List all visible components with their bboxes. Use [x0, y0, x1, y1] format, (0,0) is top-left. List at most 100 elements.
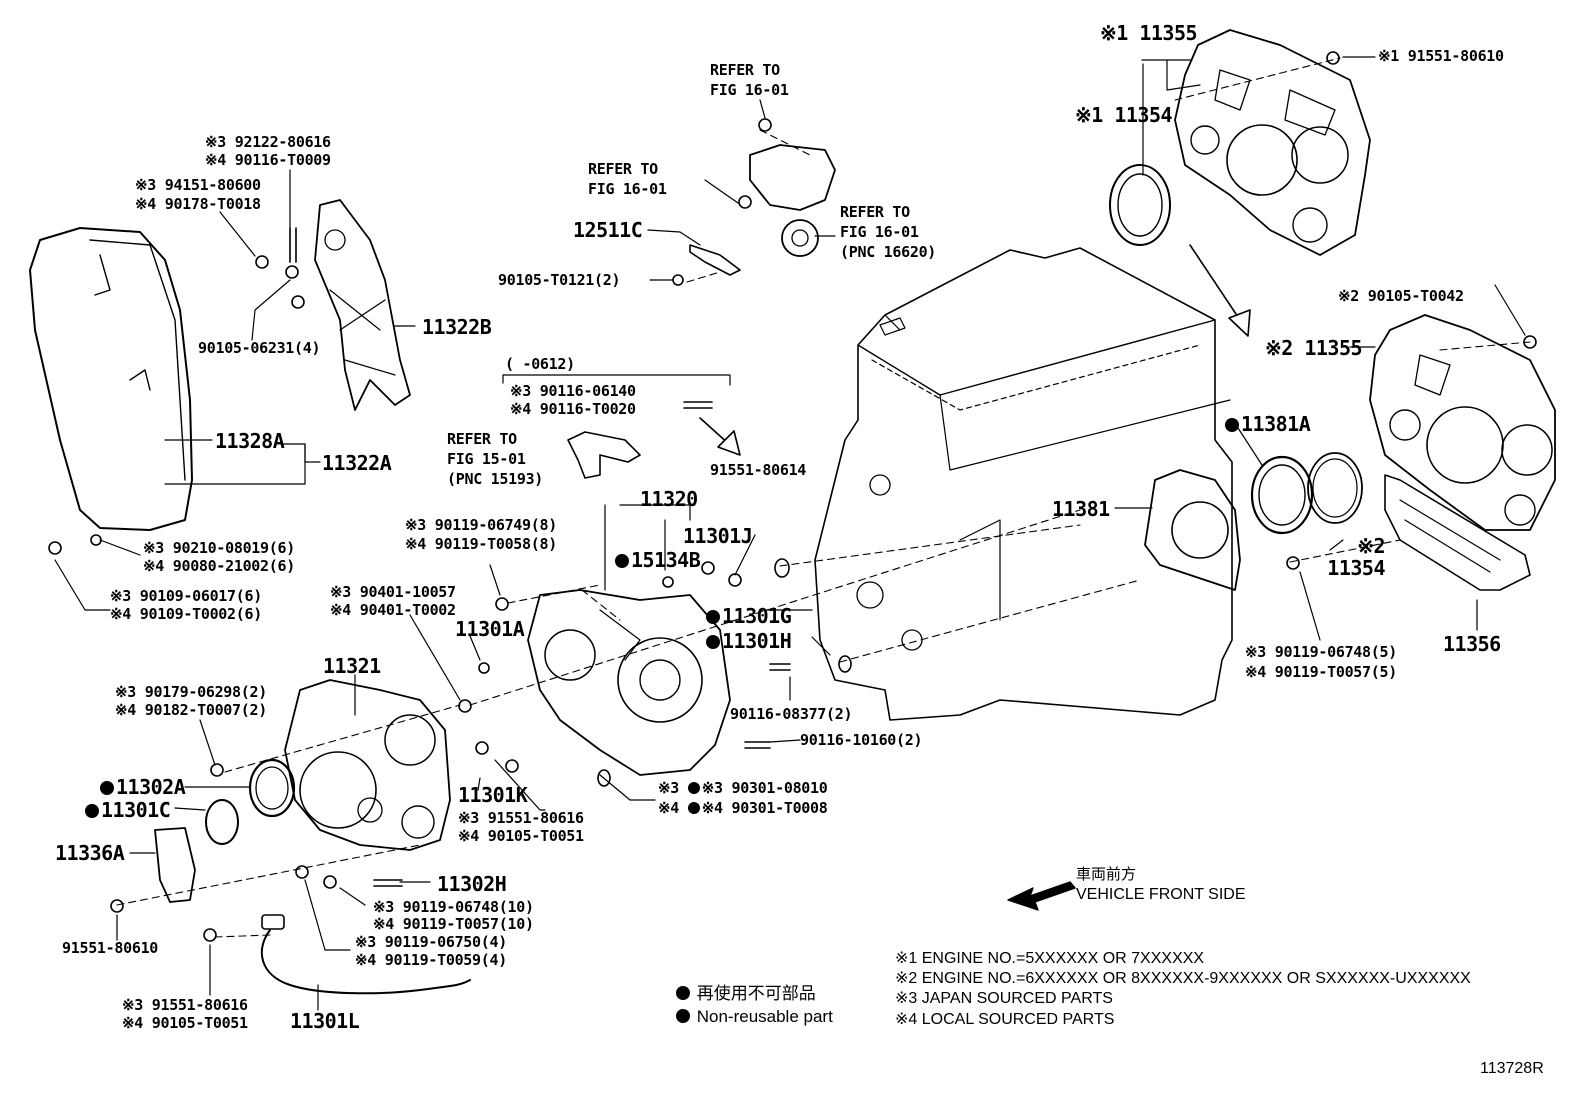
label-90301-T0008-text: ※4 90301-T0008: [701, 799, 828, 817]
non-reusable-dot-icon: [676, 986, 690, 1000]
label-11322B: 11322B: [422, 315, 492, 339]
label-11301H-text: 11301H: [722, 629, 792, 653]
label-11381A-text: 11381A: [1241, 412, 1311, 436]
label-11381A: 11381A: [1225, 412, 1311, 436]
label-92122-80616: ※3 92122-80616: [205, 133, 331, 151]
non-reusable-dot-icon: [615, 554, 629, 568]
label-11381: 11381: [1052, 497, 1110, 521]
label-90119-T0057-5: ※4 90119-T0057(5): [1245, 663, 1397, 681]
label-90105-T0051-bottom: ※4 90105-T0051: [122, 1014, 248, 1032]
fasteners: [48, 51, 1537, 942]
label-90182-T0007: ※4 90182-T0007(2): [115, 701, 267, 719]
label-11302A: 11302A: [100, 776, 186, 798]
oil-seal-11302A: [248, 758, 296, 818]
refer-to-label-d-line3: (PNC 15193): [447, 470, 544, 488]
label-11301J: 11301J: [683, 524, 753, 548]
label-range-note: ( -0612): [505, 355, 575, 373]
label-91551-80616-k: ※3 91551-80616: [458, 809, 584, 827]
label-11354-mid: ※2 11354: [1327, 534, 1385, 580]
timing-belt-cover-no3: [314, 199, 411, 411]
label-90116-08377: 90116-08377(2): [730, 705, 853, 723]
refer-to-label-a-line2: FIG 16-01: [710, 81, 789, 99]
leader-lines: [54, 56, 1526, 1011]
label-11301A: 11301A: [455, 617, 525, 641]
label-11301C-text: 11301C: [101, 798, 171, 822]
figure-id: 113728R: [1480, 1060, 1544, 1077]
label-90105-T0042: ※2 90105-T0042: [1338, 287, 1464, 305]
label-11301K: 11301K: [458, 783, 528, 807]
label-12511C: 12511C: [573, 218, 643, 242]
legend-non-reusable-jp: 再使用不可部品: [676, 985, 816, 1002]
bracket-11336A: [154, 827, 196, 903]
note-1: ※1 ENGINE NO.=5XXXXXX OR 7XXXXXX: [895, 950, 1205, 967]
label-90116-T0020: ※4 90116-T0020: [510, 400, 636, 418]
label-11356: 11356: [1443, 632, 1501, 656]
non-reusable-dot-icon: [676, 1009, 690, 1023]
label-11301L: 11301L: [290, 1009, 360, 1033]
label-11301H: 11301H: [706, 629, 792, 653]
label-90210-08019: ※3 90210-08019(6): [143, 539, 295, 557]
label-90109-06017: ※3 90109-06017(6): [110, 587, 262, 605]
engine-block-outline: [814, 247, 1233, 721]
label-11322A: 11322A: [322, 451, 392, 475]
label-90116-06140: ※3 90116-06140: [510, 382, 636, 400]
label-90116-T0009: ※4 90116-T0009: [205, 151, 331, 169]
assembly-lines: [116, 57, 1531, 938]
plate-11356: [1384, 474, 1531, 591]
label-90080-21002: ※4 90080-21002(6): [143, 557, 295, 575]
label-90119-T0058: ※4 90119-T0058(8): [405, 535, 557, 553]
label-90119-T0057-10: ※4 90119-T0057(10): [373, 915, 534, 933]
note-4: ※4 LOCAL SOURCED PARTS: [895, 1011, 1115, 1028]
studs: [289, 227, 791, 887]
non-reusable-dot-icon: [687, 782, 700, 794]
label-91551-80610-bottom: 91551-80610: [62, 939, 159, 957]
label-91551-80610-top: ※1 91551-80610: [1378, 47, 1504, 65]
label-90119-06748-10: ※3 90119-06748(10): [373, 898, 534, 916]
label-11355-top: ※1 11355: [1100, 21, 1198, 45]
label-90401-10057: ※3 90401-10057: [330, 583, 456, 601]
refer-to-label-a-line1: REFER TO: [710, 61, 780, 79]
label-90105-06231: 90105-06231(4): [198, 339, 321, 357]
label-90105-T0121: 90105-T0121(2): [498, 271, 621, 289]
note-2: ※2 ENGINE NO.=6XXXXXX OR 8XXXXXX-9XXXXXX…: [895, 970, 1471, 987]
end-plate-lower: [1369, 314, 1556, 531]
label-11301C: 11301C: [85, 798, 171, 822]
label-90301-08010: ※3 ※3 90301-08010: [658, 779, 828, 797]
note-3: ※3 JAPAN SOURCED PARTS: [895, 990, 1113, 1007]
refer-to-label-d-line2: FIG 15-01: [447, 450, 526, 468]
gasket-11354: [1307, 452, 1363, 524]
non-reusable-dot-icon: [706, 635, 720, 649]
non-reusable-dot-icon: [100, 781, 114, 795]
refer-to-label-d-line1: REFER TO: [447, 430, 517, 448]
label-11355-mid: ※2 11355: [1265, 336, 1363, 360]
label-90109-T0002: ※4 90109-T0002(6): [110, 605, 262, 623]
label-90116-10160: 90116-10160(2): [800, 731, 923, 749]
oil-seal-11381A: [1250, 455, 1314, 535]
sensor-wire-11301L: [260, 929, 471, 995]
timing-belt-cover-no2: [29, 227, 193, 531]
label-90119-06750: ※3 90119-06750(4): [355, 933, 507, 951]
refer-to-label-c-line3: (PNC 16620): [840, 243, 937, 261]
label-91551-80614: 91551-80614: [710, 461, 807, 479]
direction-arrows: [699, 244, 1251, 456]
label-11302H: 11302H: [437, 872, 507, 896]
label-90119-06748-5: ※3 90119-06748(5): [1245, 643, 1397, 661]
non-reusable-dot-icon: [706, 610, 720, 624]
refer-to-label-b-line2: FIG 16-01: [588, 180, 667, 198]
retainer-11381: [1144, 469, 1241, 591]
label-90301-08010-text: ※3 90301-08010: [701, 779, 828, 797]
idler-bracket: [689, 118, 836, 276]
legend-non-reusable-en: Non-reusable part: [676, 1008, 833, 1025]
non-reusable-dot-icon: [85, 804, 99, 818]
vehicle-front-jp: 車両前方: [1076, 866, 1137, 883]
refer-to-label-b-line1: REFER TO: [588, 160, 658, 178]
gasket-15193: [567, 431, 641, 479]
oil-seal-upper: [1109, 164, 1171, 246]
label-11301G-text: 11301G: [722, 604, 792, 628]
timing-gear-case: [527, 589, 731, 776]
non-reusable-dot-icon: [1225, 418, 1239, 432]
label-90105-T0051-k: ※4 90105-T0051: [458, 827, 584, 845]
non-reusable-dot-icon: [687, 802, 700, 814]
